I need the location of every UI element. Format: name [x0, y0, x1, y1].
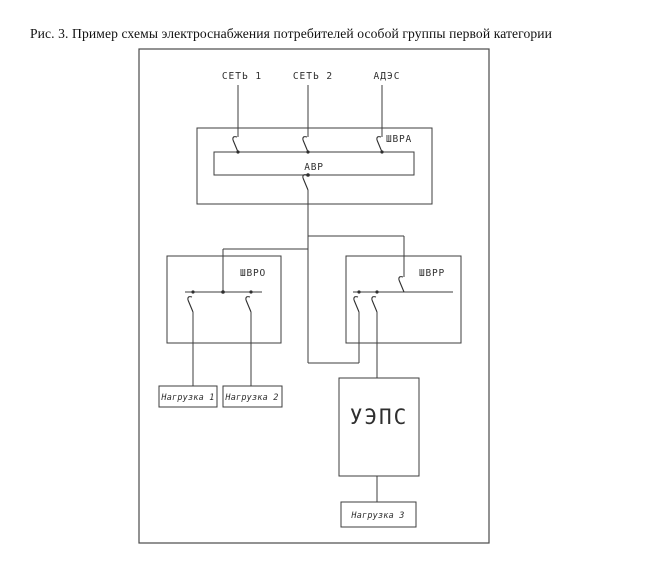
ades-label: АДЭС [374, 71, 401, 82]
junction-dot [380, 150, 384, 154]
shvra-label: ШВРА [386, 134, 412, 145]
net1-switch-icon [232, 136, 239, 153]
shvrr-label: ШВРР [419, 268, 445, 279]
avr-label: АВР [304, 162, 324, 173]
diagram-frame [138, 48, 490, 544]
load2-box [222, 385, 283, 408]
ueps-label: УЭПС [350, 405, 409, 429]
load1-box [158, 385, 218, 408]
junction-dot [375, 290, 379, 294]
net1-label: СЕТЬ 1 [222, 71, 262, 82]
switches [187, 136, 405, 313]
load1-label: Нагрузка 1 [160, 393, 214, 403]
load2-label: Нагрузка 2 [224, 393, 278, 403]
panel-boxes [158, 127, 462, 528]
labels: СЕТЬ 1 СЕТЬ 2 АДЭС ШВРА АВР ШВРО ШВРР УЭ… [160, 71, 445, 521]
junction-dot [191, 290, 195, 294]
shvro-out2-switch-icon [245, 296, 252, 313]
shvro-label: ШВРО [240, 268, 266, 279]
ades-switch-icon [376, 136, 383, 153]
avr-box [213, 151, 415, 176]
junction-dot [249, 290, 253, 294]
shvrr-out1-switch-icon [353, 296, 360, 313]
junction-dot [236, 150, 240, 154]
ueps-box [338, 377, 420, 477]
junction-dots [191, 150, 384, 294]
shvrr-feed-switch-icon [398, 276, 405, 293]
wires [185, 85, 453, 502]
junction-dot [357, 290, 361, 294]
net2-label: СЕТЬ 2 [293, 71, 333, 82]
avr-output-switch-icon [302, 174, 309, 191]
shvra-box [196, 127, 433, 205]
shvro-out1-switch-icon [187, 296, 194, 313]
figure-caption: Рис. 3. Пример схемы электроснабжения по… [30, 26, 553, 41]
shvrr-out2-switch-icon [371, 296, 378, 313]
shvro-box [166, 255, 282, 344]
junction-dot [306, 173, 310, 177]
junction-dot [306, 150, 310, 154]
load3-box [340, 501, 417, 528]
net2-switch-icon [302, 136, 309, 153]
junction-dot [221, 290, 225, 294]
load3-label: Нагрузка 3 [350, 511, 404, 521]
